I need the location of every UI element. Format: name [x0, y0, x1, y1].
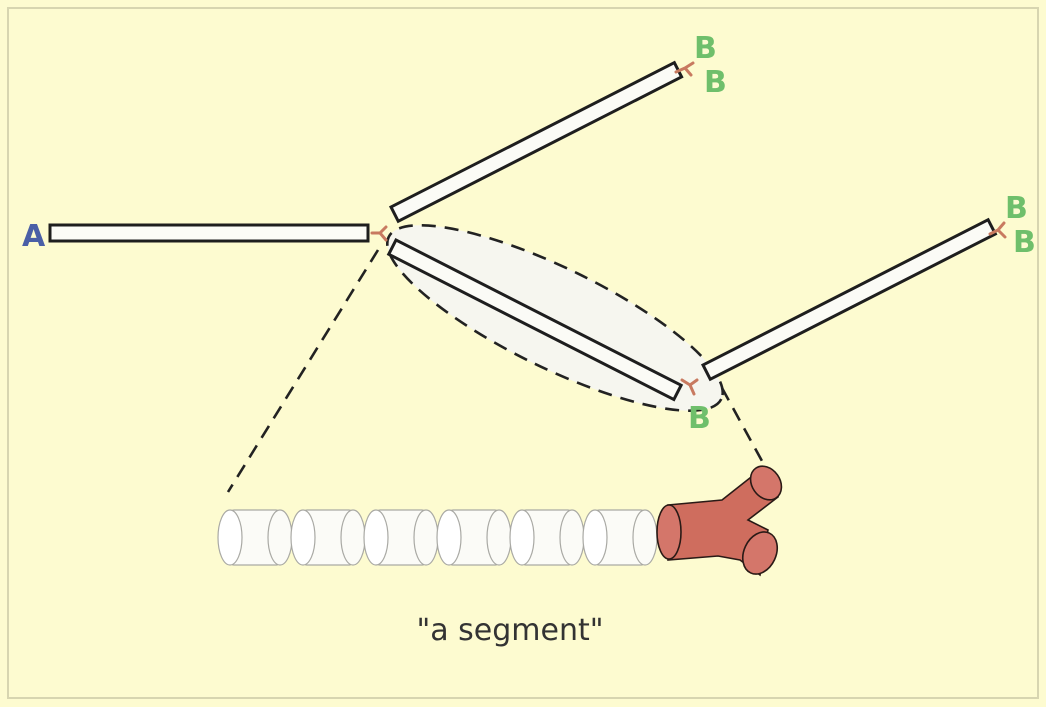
upper-rod: [388, 60, 684, 224]
joint-root: [370, 225, 388, 242]
zoom-ellipse: [385, 223, 725, 413]
tip-label-upper-1: B: [694, 31, 717, 66]
cylinder-6: [582, 509, 658, 566]
tip-label-middle: B: [688, 401, 711, 436]
right-rod: [700, 217, 998, 382]
cylinder-2: [290, 509, 366, 566]
figure-frame: [7, 7, 1039, 699]
segment-cylinders: [217, 509, 658, 566]
joint-right-tip: [988, 221, 1007, 239]
tip-label-upper-2: B: [704, 65, 727, 100]
joint-upper-tip: [674, 61, 695, 77]
root-rod: [48, 223, 370, 243]
tip-label-right-1: B: [1005, 191, 1028, 226]
zoom-line-right: [720, 387, 770, 473]
cylinder-4: [436, 509, 512, 566]
cylinder-1: [217, 509, 293, 566]
y-junction-piece: [656, 465, 783, 577]
middle-rod: [386, 237, 684, 402]
tip-label-right-2: B: [1013, 225, 1036, 260]
joint-middle-end: [680, 378, 699, 396]
segment-caption: "a segment": [416, 613, 603, 648]
cylinder-5: [509, 509, 585, 566]
zoom-line-left: [226, 249, 380, 493]
cylinder-3: [363, 509, 439, 566]
root-label: A: [22, 219, 46, 254]
